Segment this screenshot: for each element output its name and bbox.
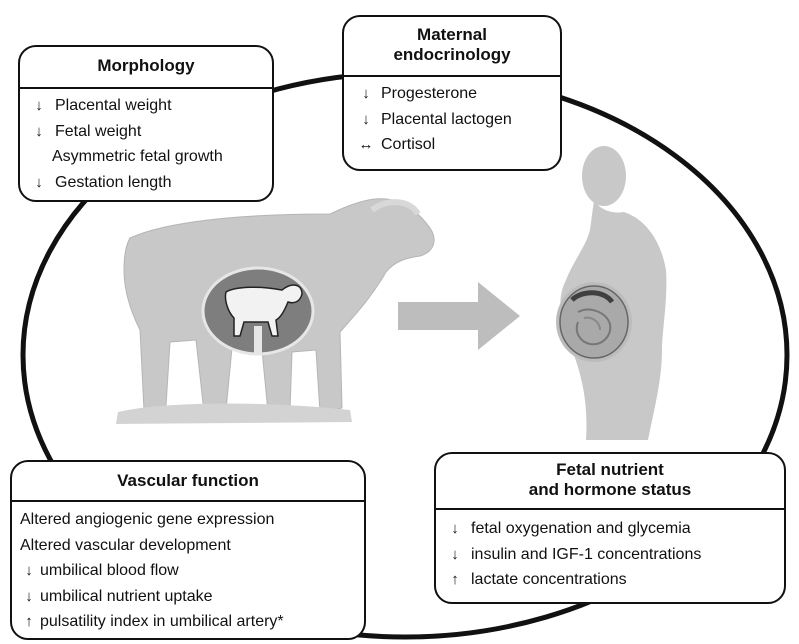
vascular-function-box: Vascular function Altered angiogenic gen… [10,460,366,640]
morphology-box: Morphology ↓Placental weight ↓Fetal weig… [18,45,274,202]
endocrinology-box: Maternal endocrinology ↓Progesterone ↓Pl… [342,15,562,171]
fetal-nutrient-box: Fetal nutrient and hormone status ↓fetal… [434,452,786,604]
list-item: ↓umbilical nutrient uptake [20,584,354,610]
list-item: ↓umbilical blood flow [20,558,354,584]
down-arrow-icon: ↓ [30,170,48,196]
list-item: ↓fetal oxygenation and glycemia [446,516,774,542]
list-item: ↑lactate concentrations [446,567,774,593]
down-arrow-icon: ↓ [446,516,464,542]
morphology-title: Morphology [20,47,272,89]
list-item: ↓Placental weight [30,93,262,119]
list-item: Altered angiogenic gene expression [20,507,354,533]
list-item: ↓Fetal weight [30,119,262,145]
up-arrow-icon: ↑ [20,609,38,635]
list-item: ↑pulsatility index in umbilical artery* [20,609,354,635]
fetal-nutrient-title: Fetal nutrient and hormone status [436,454,784,510]
down-arrow-icon: ↓ [30,119,48,145]
fetus-in-womb-icon [560,286,628,358]
down-arrow-icon: ↓ [446,542,464,568]
list-item: Altered vascular development [20,533,354,559]
down-arrow-icon: ↓ [354,81,378,107]
double-arrow-icon: ↔ [354,132,378,158]
right-arrow-icon [398,282,520,350]
down-arrow-icon: ↓ [354,107,378,133]
list-item: ↔Cortisol [354,132,550,158]
list-item: ↓Placental lactogen [354,107,550,133]
down-arrow-icon: ↓ [20,558,38,584]
down-arrow-icon: ↓ [30,93,48,119]
list-item: ↓Gestation length [30,170,262,196]
list-item: ↓Progesterone [354,81,550,107]
list-item: Asymmetric fetal growth [52,144,262,170]
uterus-inset [203,268,313,354]
endocrinology-title: Maternal endocrinology [344,17,560,77]
up-arrow-icon: ↑ [446,567,464,593]
down-arrow-icon: ↓ [20,584,38,610]
vascular-function-title: Vascular function [12,462,364,502]
list-item: ↓insulin and IGF-1 concentrations [446,542,774,568]
